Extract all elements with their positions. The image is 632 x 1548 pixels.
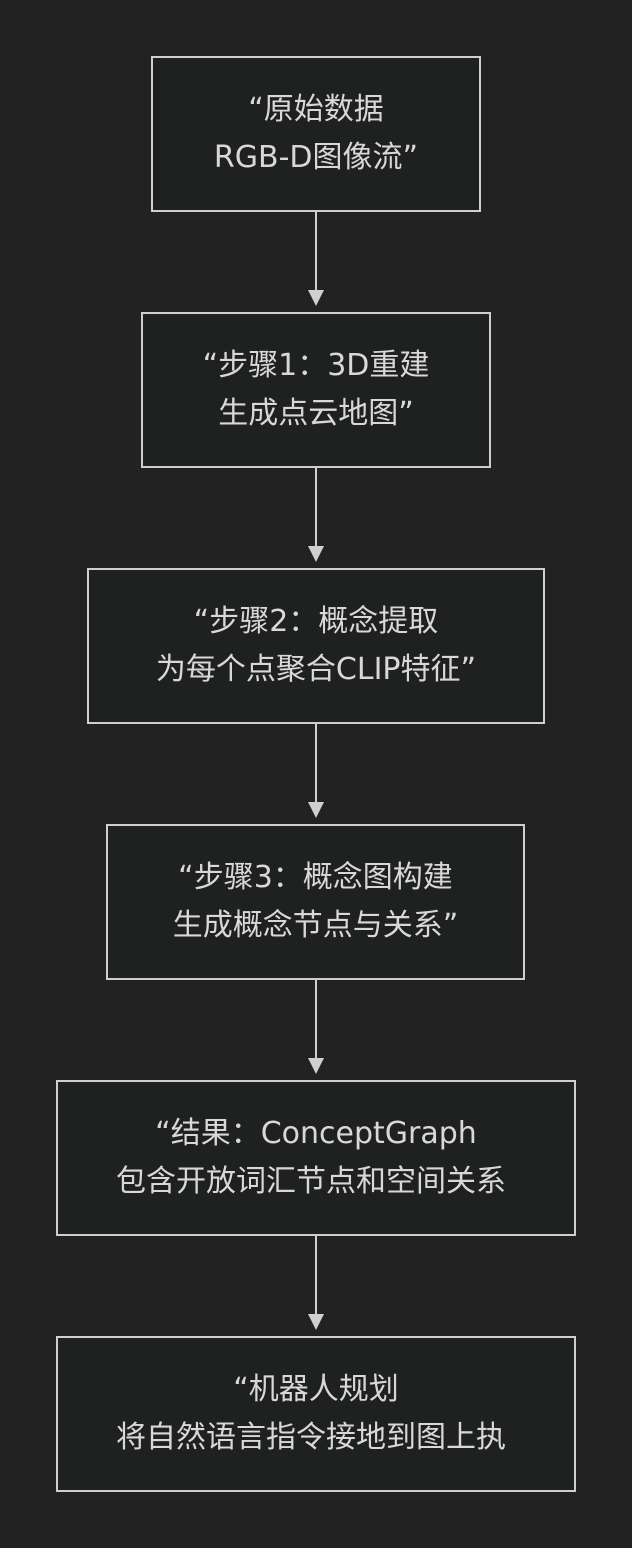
node-step1-line2: 生成点云地图” [218, 396, 414, 431]
node-step3-line1: “步骤3：概念图构建 [178, 860, 453, 895]
node-robot-planning-line2: 将自然语言指令接地到图上执 [116, 1420, 506, 1455]
node-result-line2: 包含开放词汇节点和空间关系 [116, 1164, 506, 1199]
node-robot-planning: “机器人规划 将自然语言指令接地到图上执 [56, 1336, 576, 1492]
node-raw-data-line1: “原始数据 [248, 92, 384, 127]
node-raw-data: “原始数据 RGB-D图像流” [151, 56, 481, 212]
node-robot-planning-line1: “机器人规划 [233, 1372, 399, 1407]
node-step3-concept-graph-building: “步骤3：概念图构建 生成概念节点与关系” [106, 824, 525, 980]
node-step2-line2: 为每个点聚合CLIP特征” [155, 652, 477, 687]
node-result-conceptgraph: “结果：ConceptGraph 包含开放词汇节点和空间关系 [56, 1080, 576, 1236]
node-step2-line1: “步骤2：概念提取 [193, 604, 439, 639]
node-raw-data-line2: RGB-D图像流” [213, 140, 419, 175]
node-step1-3d-reconstruction: “步骤1：3D重建 生成点云地图” [141, 312, 491, 468]
node-step3-line2: 生成概念节点与关系” [172, 908, 459, 943]
node-step1-line1: “步骤1：3D重建 [202, 348, 430, 383]
node-result-line1: “结果：ConceptGraph [155, 1116, 477, 1151]
node-step2-concept-extraction: “步骤2：概念提取 为每个点聚合CLIP特征” [87, 568, 545, 724]
